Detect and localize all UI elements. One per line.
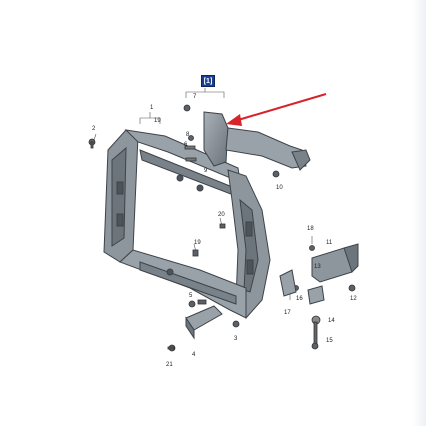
callout-15: 15 [326,338,333,344]
lock-carrier-bracket [203,111,311,171]
callout-19b: 19 [194,240,201,246]
callout-5: 5 [189,293,193,299]
callout-19: 19 [154,118,161,124]
page-edge-shadow [412,0,426,426]
callout-11: 11 [326,240,333,246]
callout-7: 7 [193,94,197,100]
callout-14: 14 [328,318,335,324]
callout-12: 12 [350,296,357,302]
callout-13: 13 [314,264,321,270]
callout-10: 10 [276,185,283,191]
callout-20: 20 [218,212,225,218]
fasteners [88,104,356,352]
highlight-arrow [226,93,327,126]
callout-21: 21 [166,362,173,368]
callout-3: 3 [234,336,238,342]
callout-8: 8 [186,132,190,138]
impact-absorber-bracket [185,243,359,340]
callout-6: 6 [184,142,188,148]
callout-4: 4 [192,352,196,358]
callout-9: 9 [204,168,208,174]
callout-18: 18 [307,226,314,232]
part-badge[interactable]: [1] [201,75,215,87]
callout-1: 1 [150,105,154,111]
callout-2: 2 [92,126,96,132]
callout-17: 17 [284,310,291,316]
callout-16: 16 [296,296,303,302]
radiator-support-frame [103,129,271,319]
